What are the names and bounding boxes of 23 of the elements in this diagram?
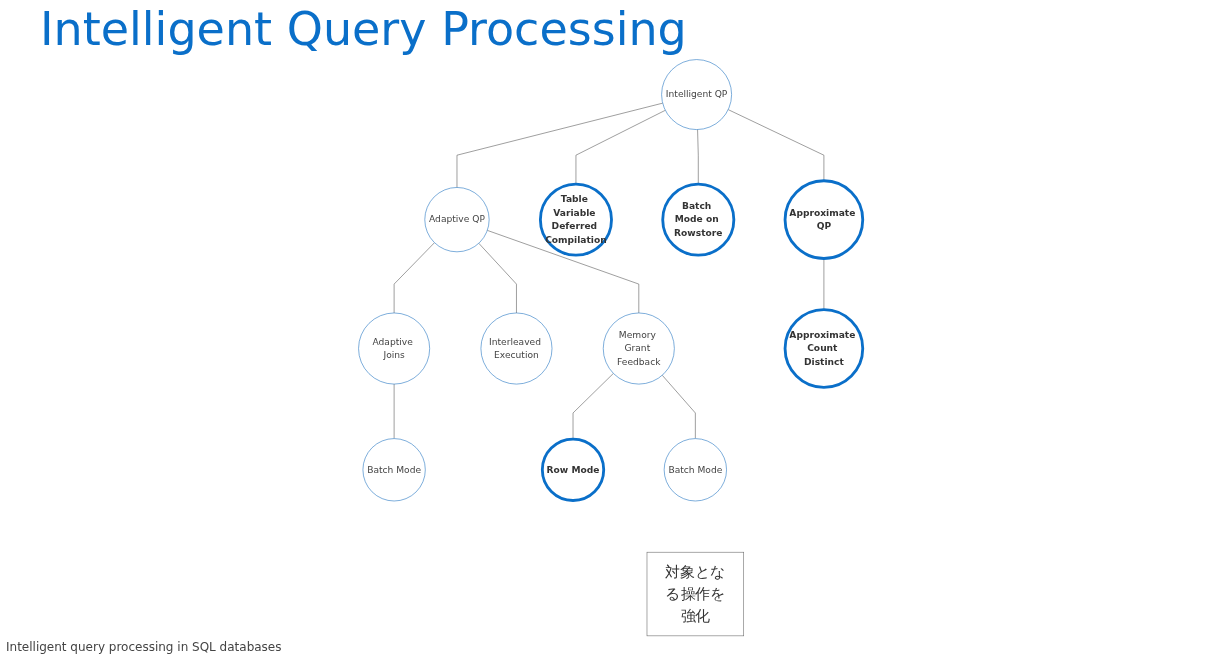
- caption: Intelligent query processing in SQL databases: [6, 640, 283, 654]
- connector: [487, 229, 640, 313]
- node-circle: Batch Mode: [664, 437, 728, 501]
- connector: [573, 372, 615, 439]
- connector: [697, 128, 699, 184]
- node-circle: Approximate QP: [784, 178, 865, 260]
- connector: [728, 108, 825, 181]
- connector: [662, 374, 696, 439]
- connector: [576, 109, 666, 184]
- node-circle: Batch Mode on Rowstore: [661, 182, 736, 257]
- node-circle: Batch Mode: [362, 437, 426, 501]
- node-circle: Intelligent QP: [661, 58, 733, 130]
- node-circle: Approximate Count Distinct: [784, 307, 865, 389]
- connector: [478, 242, 518, 313]
- title: Intelligent Query Processing: [40, 4, 688, 55]
- node-circle: Row Mode: [541, 437, 606, 502]
- node-circle: Memory Grant Feedback: [603, 312, 675, 384]
- node-circle: Interleaved Execution: [480, 312, 553, 384]
- connector: [457, 102, 664, 188]
- node-box: 対象となる操作を強化: [647, 551, 745, 636]
- node-circle: Adaptive QP: [424, 186, 490, 252]
- node-circle: Adaptive Joins: [358, 312, 431, 384]
- connector: [394, 242, 436, 313]
